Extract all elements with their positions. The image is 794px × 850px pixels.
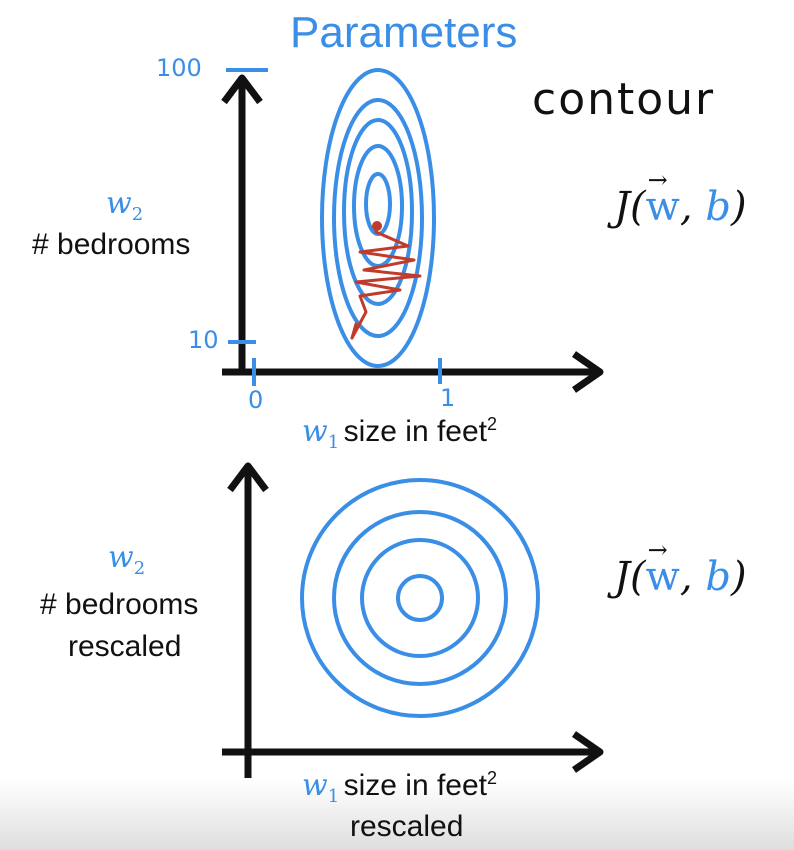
top-contours xyxy=(320,68,436,368)
top-x-arrowhead xyxy=(572,351,604,393)
bottom-y-arrowhead xyxy=(227,462,269,493)
tick-label-y-10: 10 xyxy=(188,326,219,354)
contour-ellipse-3 xyxy=(342,118,414,306)
top-y-arrowhead xyxy=(221,74,263,105)
tick-label-x-1: 1 xyxy=(440,384,456,412)
bottom-w2-text-rescaled: rescaled xyxy=(68,630,182,663)
cost-function-top: J(→w, b) xyxy=(614,166,747,230)
diagram-title: Parameters xyxy=(290,8,518,57)
bottom-w2-text: # bedrooms xyxy=(40,588,199,621)
contour-circle-1 xyxy=(300,478,540,718)
bottom-w1-text-rescaled: rescaled xyxy=(350,810,464,843)
bottom-x-arrowhead xyxy=(572,731,604,773)
top-w2-label: w2 xyxy=(106,186,144,225)
contour-ellipse-2 xyxy=(332,98,424,338)
top-w1-label: w1 size in feet2 xyxy=(302,414,498,453)
tick-label-x-0: 0 xyxy=(248,386,264,414)
contour-circle-4 xyxy=(396,574,444,622)
minimum-point xyxy=(372,221,382,231)
bottom-axes xyxy=(222,462,604,778)
top-axes xyxy=(221,68,604,393)
top-w2-text: # bedrooms xyxy=(32,228,191,261)
cost-function-bottom: J(→w, b) xyxy=(614,536,747,600)
contour-label: contour xyxy=(532,74,716,125)
tick-label-y-100: 100 xyxy=(156,54,202,82)
bottom-fade xyxy=(0,780,794,850)
contour-ellipse-1 xyxy=(320,68,436,368)
bottom-w2-label: w2 xyxy=(108,540,146,579)
contour-circle-2 xyxy=(332,510,508,686)
descent-path xyxy=(350,224,422,340)
bottom-contours xyxy=(300,478,540,718)
bottom-w1-label: w1 size in feet2 xyxy=(302,768,498,807)
contour-circle-3 xyxy=(360,538,480,658)
